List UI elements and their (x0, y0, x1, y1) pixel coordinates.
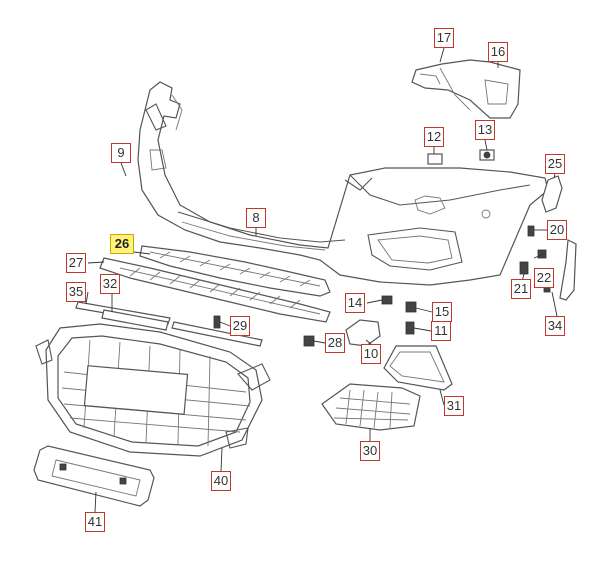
callout-29[interactable]: 29 (230, 316, 250, 336)
callout-21[interactable]: 21 (511, 279, 531, 299)
side-bracket-part (411, 59, 521, 119)
callout-32[interactable]: 32 (100, 274, 120, 294)
callout-13[interactable]: 13 (475, 120, 495, 140)
callout-11[interactable]: 11 (431, 321, 451, 341)
lower-grille-part-30 (321, 383, 421, 431)
callout-9[interactable]: 9 (111, 143, 131, 163)
callout-12[interactable]: 12 (424, 127, 444, 147)
radiator-grille-part-40 (35, 323, 271, 457)
callout-31[interactable]: 31 (444, 396, 464, 416)
callout-10[interactable]: 10 (361, 344, 381, 364)
callout-25[interactable]: 25 (545, 154, 565, 174)
callout-40[interactable]: 40 (211, 471, 231, 491)
callout-14[interactable]: 14 (345, 293, 365, 313)
fog-trim-part-31 (383, 345, 453, 391)
callout-34[interactable]: 34 (545, 316, 565, 336)
bumper-cover (137, 81, 549, 286)
callout-16[interactable]: 16 (488, 42, 508, 62)
clip-part-12 (427, 153, 443, 165)
license-plate-bracket-41 (33, 445, 155, 507)
bracket-part-25 (541, 175, 563, 213)
lower-spoiler-part-26 (139, 245, 331, 297)
trim-strip-32 (101, 309, 169, 331)
tow-cover-part-10 (345, 319, 381, 347)
callout-8[interactable]: 8 (246, 208, 266, 228)
callout-22[interactable]: 22 (534, 268, 554, 288)
callout-27[interactable]: 27 (66, 253, 86, 273)
callout-35[interactable]: 35 (66, 282, 86, 302)
callout-15[interactable]: 15 (432, 302, 452, 322)
callout-30[interactable]: 30 (360, 441, 380, 461)
callout-28[interactable]: 28 (325, 333, 345, 353)
clip-nut-13 (483, 151, 491, 159)
callout-41[interactable]: 41 (85, 512, 105, 532)
mounting-strip-34 (559, 239, 577, 301)
callout-20[interactable]: 20 (547, 220, 567, 240)
grille-carrier-part-27 (99, 257, 331, 323)
callout-26-highlighted[interactable]: 26 (110, 234, 134, 254)
callout-17[interactable]: 17 (434, 28, 454, 48)
